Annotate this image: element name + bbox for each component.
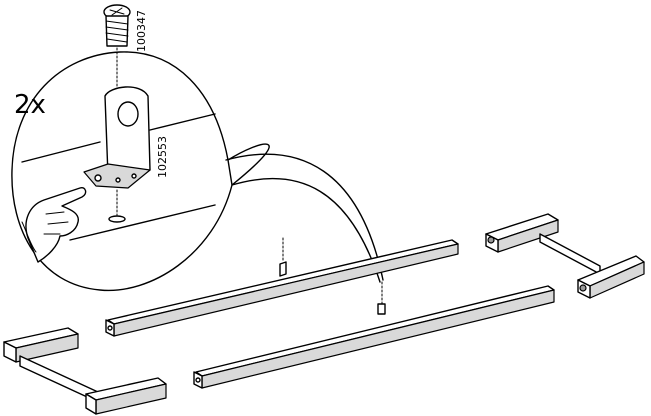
- surface-line-upper: [21, 113, 216, 163]
- callout-outline: [11, 51, 270, 292]
- quantity-label: 2x: [14, 90, 46, 120]
- screw-icon: [103, 4, 131, 93]
- callout-pointer: [225, 153, 384, 281]
- bracket-icon: [83, 86, 151, 223]
- lower-rail: [193, 281, 555, 389]
- left-leg-frame: [3, 327, 167, 415]
- hand-icon: [21, 186, 87, 263]
- bracket-part-number: 102553: [156, 136, 169, 178]
- surface-line-lower: [69, 204, 216, 241]
- right-leg-frame: [485, 213, 645, 299]
- detail-callout: 2x 100347 102553: [11, 4, 384, 292]
- upper-rail: [105, 237, 459, 337]
- callout-pointer-inner: [231, 177, 381, 283]
- screw-part-number: 100347: [135, 10, 148, 52]
